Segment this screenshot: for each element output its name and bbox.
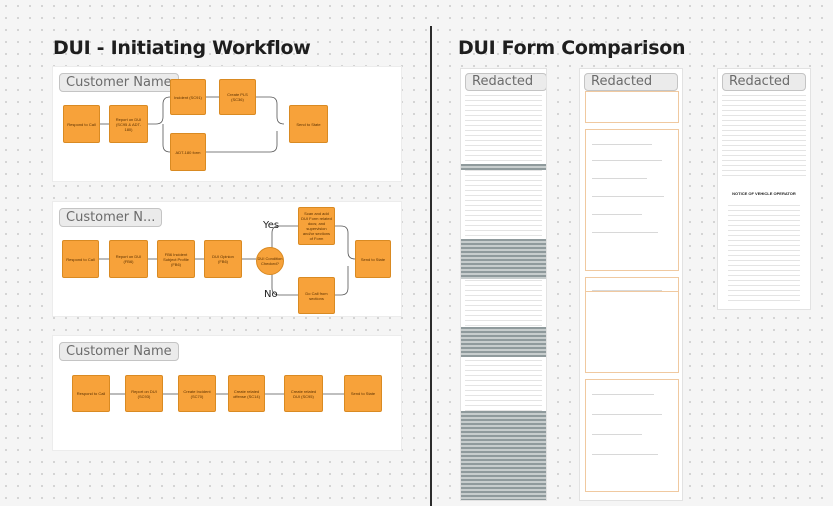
redacted-tag[interactable]: Redacted: [722, 73, 806, 91]
form-section: [585, 91, 679, 123]
redaction-band: [461, 164, 546, 170]
form-lines: [728, 201, 800, 303]
node-adt-180-form[interactable]: ADT-180 form: [170, 133, 206, 171]
section-divider: [430, 26, 432, 506]
node-create-incident[interactable]: Create Incident (SC70): [178, 375, 216, 412]
redaction-band: [461, 411, 546, 500]
form-heading: NOTICE OF VEHICLE OPERATOR: [732, 191, 796, 196]
no-label: No: [264, 289, 278, 300]
node-dui-opinion[interactable]: DUI Opinion (FB6): [204, 240, 242, 278]
redaction-band: [461, 327, 546, 357]
form-section: [585, 379, 679, 492]
decision-dui-condition[interactable]: DUI Condition Checked?: [256, 247, 284, 275]
workflow-connectors: [100, 96, 285, 153]
node-report-on-dui[interactable]: Report on DUI (SC95 & ADT-180): [109, 105, 148, 143]
node-incident-subject-profile[interactable]: FB6 Incident Subject Profile (FB6): [157, 240, 195, 278]
node-scan-and-add-docs[interactable]: Scan and add DUI Form related docs; and …: [298, 207, 335, 245]
node-report-on-dui[interactable]: Report on DUI (SC93): [125, 375, 163, 412]
customer-name-tag[interactable]: Customer Name: [59, 73, 179, 92]
yes-label: Yes: [263, 220, 280, 231]
customer-name-tag[interactable]: Customer Name: [59, 342, 179, 361]
node-report-on-dui[interactable]: Report on DUI (FB6): [109, 240, 148, 278]
form-document-1[interactable]: Redacted: [461, 69, 546, 500]
redacted-tag[interactable]: Redacted: [465, 73, 546, 91]
node-do-call-from-sections[interactable]: Do Call from sections: [298, 277, 335, 314]
node-respond-to-call[interactable]: Respond to Call: [62, 240, 99, 278]
node-create-pls[interactable]: Create PLS (SC36): [219, 79, 256, 115]
redacted-tag[interactable]: Redacted: [584, 73, 678, 91]
left-section-title: DUI - Initiating Workflow: [53, 37, 311, 59]
workflow-panel-1[interactable]: Customer Name Respond to Call Report on …: [53, 67, 401, 181]
customer-name-tag[interactable]: Customer N...: [59, 208, 163, 227]
workflow-panel-3[interactable]: Customer Name Respond to Call Report on …: [53, 336, 401, 450]
node-create-related-offense[interactable]: Create related offense (SC14): [228, 375, 265, 412]
node-respond-to-call[interactable]: Respond to Call: [72, 375, 110, 412]
workflow-panel-2[interactable]: Customer N... Respond to Call Report on …: [53, 202, 401, 316]
right-section-title: DUI Form Comparison: [458, 37, 686, 59]
form-section: [585, 129, 679, 271]
form-document-3[interactable]: NOTICE OF VEHICLE OPERATOR Redacted: [718, 69, 810, 309]
workflow-connectors: [99, 225, 356, 296]
form-section: [585, 291, 679, 373]
node-create-related-dui[interactable]: Create related DUI (SC95): [284, 375, 323, 412]
form-lines: [722, 91, 806, 179]
workflow-connectors: [110, 393, 344, 395]
redaction-band: [461, 239, 546, 279]
node-send-to-state[interactable]: Send to State: [355, 240, 391, 278]
node-incident[interactable]: Incident (SC91): [170, 79, 206, 115]
node-send-to-state[interactable]: Send to State: [289, 105, 328, 143]
form-document-2[interactable]: Redacted: [580, 69, 682, 500]
node-send-to-state[interactable]: Send to State: [344, 375, 382, 412]
node-respond-to-call[interactable]: Respond to Call: [63, 105, 100, 143]
